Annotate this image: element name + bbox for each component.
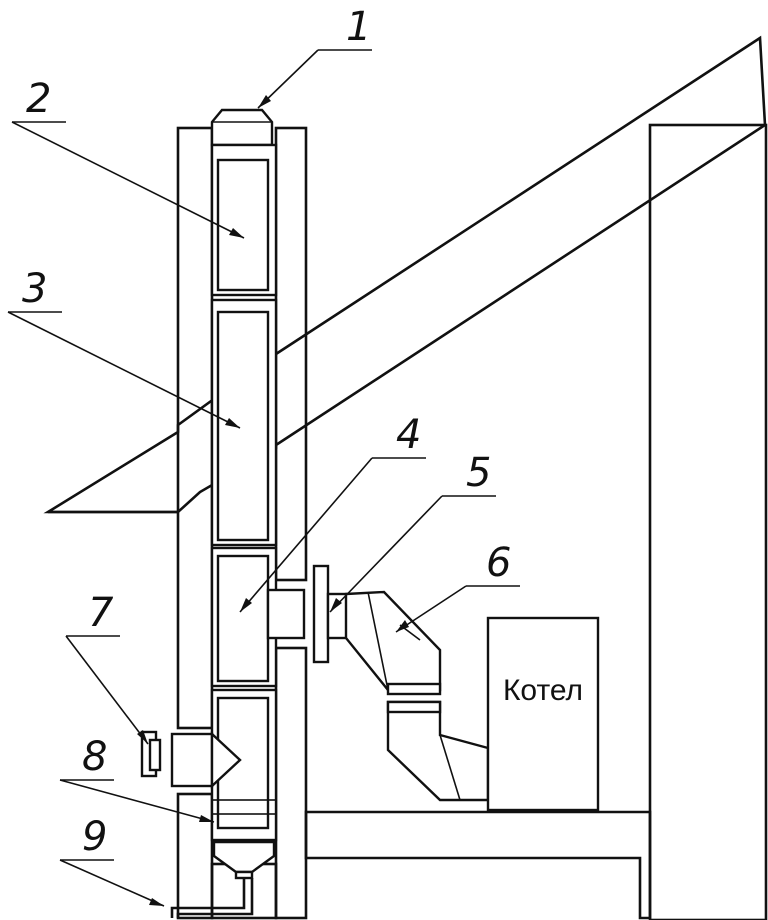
callout-7: 7: [65, 590, 149, 745]
roof: [43, 35, 767, 514]
connector-flange: [312, 564, 330, 664]
callout-2: 2: [11, 76, 245, 239]
callout-5: 5: [329, 450, 496, 613]
callout-8: 8: [59, 734, 215, 823]
callout-6: 6: [395, 540, 520, 633]
callout-4-number: 4: [396, 412, 421, 458]
inspection-hatch: [140, 730, 242, 789]
callout-7-number: 7: [88, 590, 114, 636]
chimney-left-wall-lower: [176, 792, 214, 920]
chimney-right-wall-lower: [274, 646, 308, 920]
chimney-cap: [210, 108, 274, 147]
floor-slab: [304, 810, 652, 920]
callout-3: 3: [7, 266, 241, 429]
callout-1: 1: [257, 4, 372, 109]
callout-1-number: 1: [346, 4, 371, 50]
elbow-upper: [344, 590, 442, 692]
callouts: 1 2 3 4 5 6: [7, 4, 520, 907]
pass-through-seal: [211, 799, 277, 815]
elbow-lower: [386, 700, 490, 802]
callout-2-number: 2: [26, 76, 51, 122]
callout-5-number: 5: [466, 450, 491, 496]
drain-pipe: [170, 878, 246, 918]
boiler-label: Котел: [503, 674, 583, 707]
boiler-connection: [312, 564, 490, 802]
callout-3-number: 3: [22, 266, 47, 312]
callout-8-number: 8: [82, 734, 107, 780]
condensate-collector: [212, 840, 276, 874]
callout-9-number: 9: [82, 814, 107, 860]
brick-walls: [176, 123, 768, 920]
roof-slab: [43, 35, 767, 514]
callout-4: 4: [239, 412, 426, 613]
boiler-body: [486, 616, 600, 812]
callout-9: 9: [59, 814, 165, 907]
callout-6-number: 6: [486, 540, 511, 586]
house-right-wall: [648, 123, 768, 920]
chimney-right-wall-upper: [274, 126, 308, 582]
tee-branch: [266, 588, 306, 640]
chimney-left-wall: [176, 126, 214, 730]
boiler: Котел: [486, 616, 600, 812]
flue-pipe: [170, 108, 306, 918]
